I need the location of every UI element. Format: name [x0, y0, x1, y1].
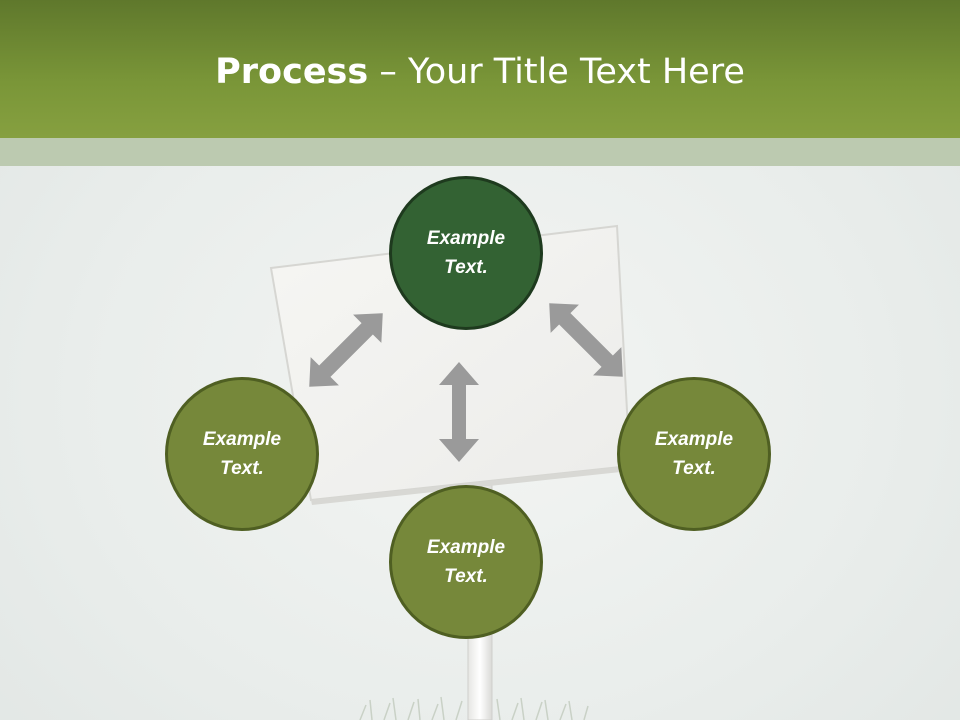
node-right: Example Text. — [617, 377, 771, 531]
node-top-label: Example Text. — [426, 228, 506, 278]
node-top: Example Text. — [389, 176, 543, 330]
node-left-label: Example Text. — [202, 429, 282, 479]
arrow-diagonal-right — [549, 303, 623, 377]
node-right-label: Example Text. — [654, 429, 734, 479]
slide-title: Process – Your Title Text Here — [0, 52, 960, 92]
arrows — [309, 303, 623, 462]
grass-tuft — [359, 696, 589, 720]
node-bottom: Example Text. — [389, 485, 543, 639]
title-bar-band — [0, 138, 960, 166]
title-bar — [0, 0, 960, 138]
node-left: Example Text. — [165, 377, 319, 531]
slide-title-bold: Process — [215, 52, 369, 92]
arrow-vertical — [439, 362, 479, 462]
node-bottom-label: Example Text. — [426, 537, 506, 587]
arrow-diagonal-left — [309, 313, 383, 387]
slide-title-rest: – Your Title Text Here — [368, 52, 745, 92]
